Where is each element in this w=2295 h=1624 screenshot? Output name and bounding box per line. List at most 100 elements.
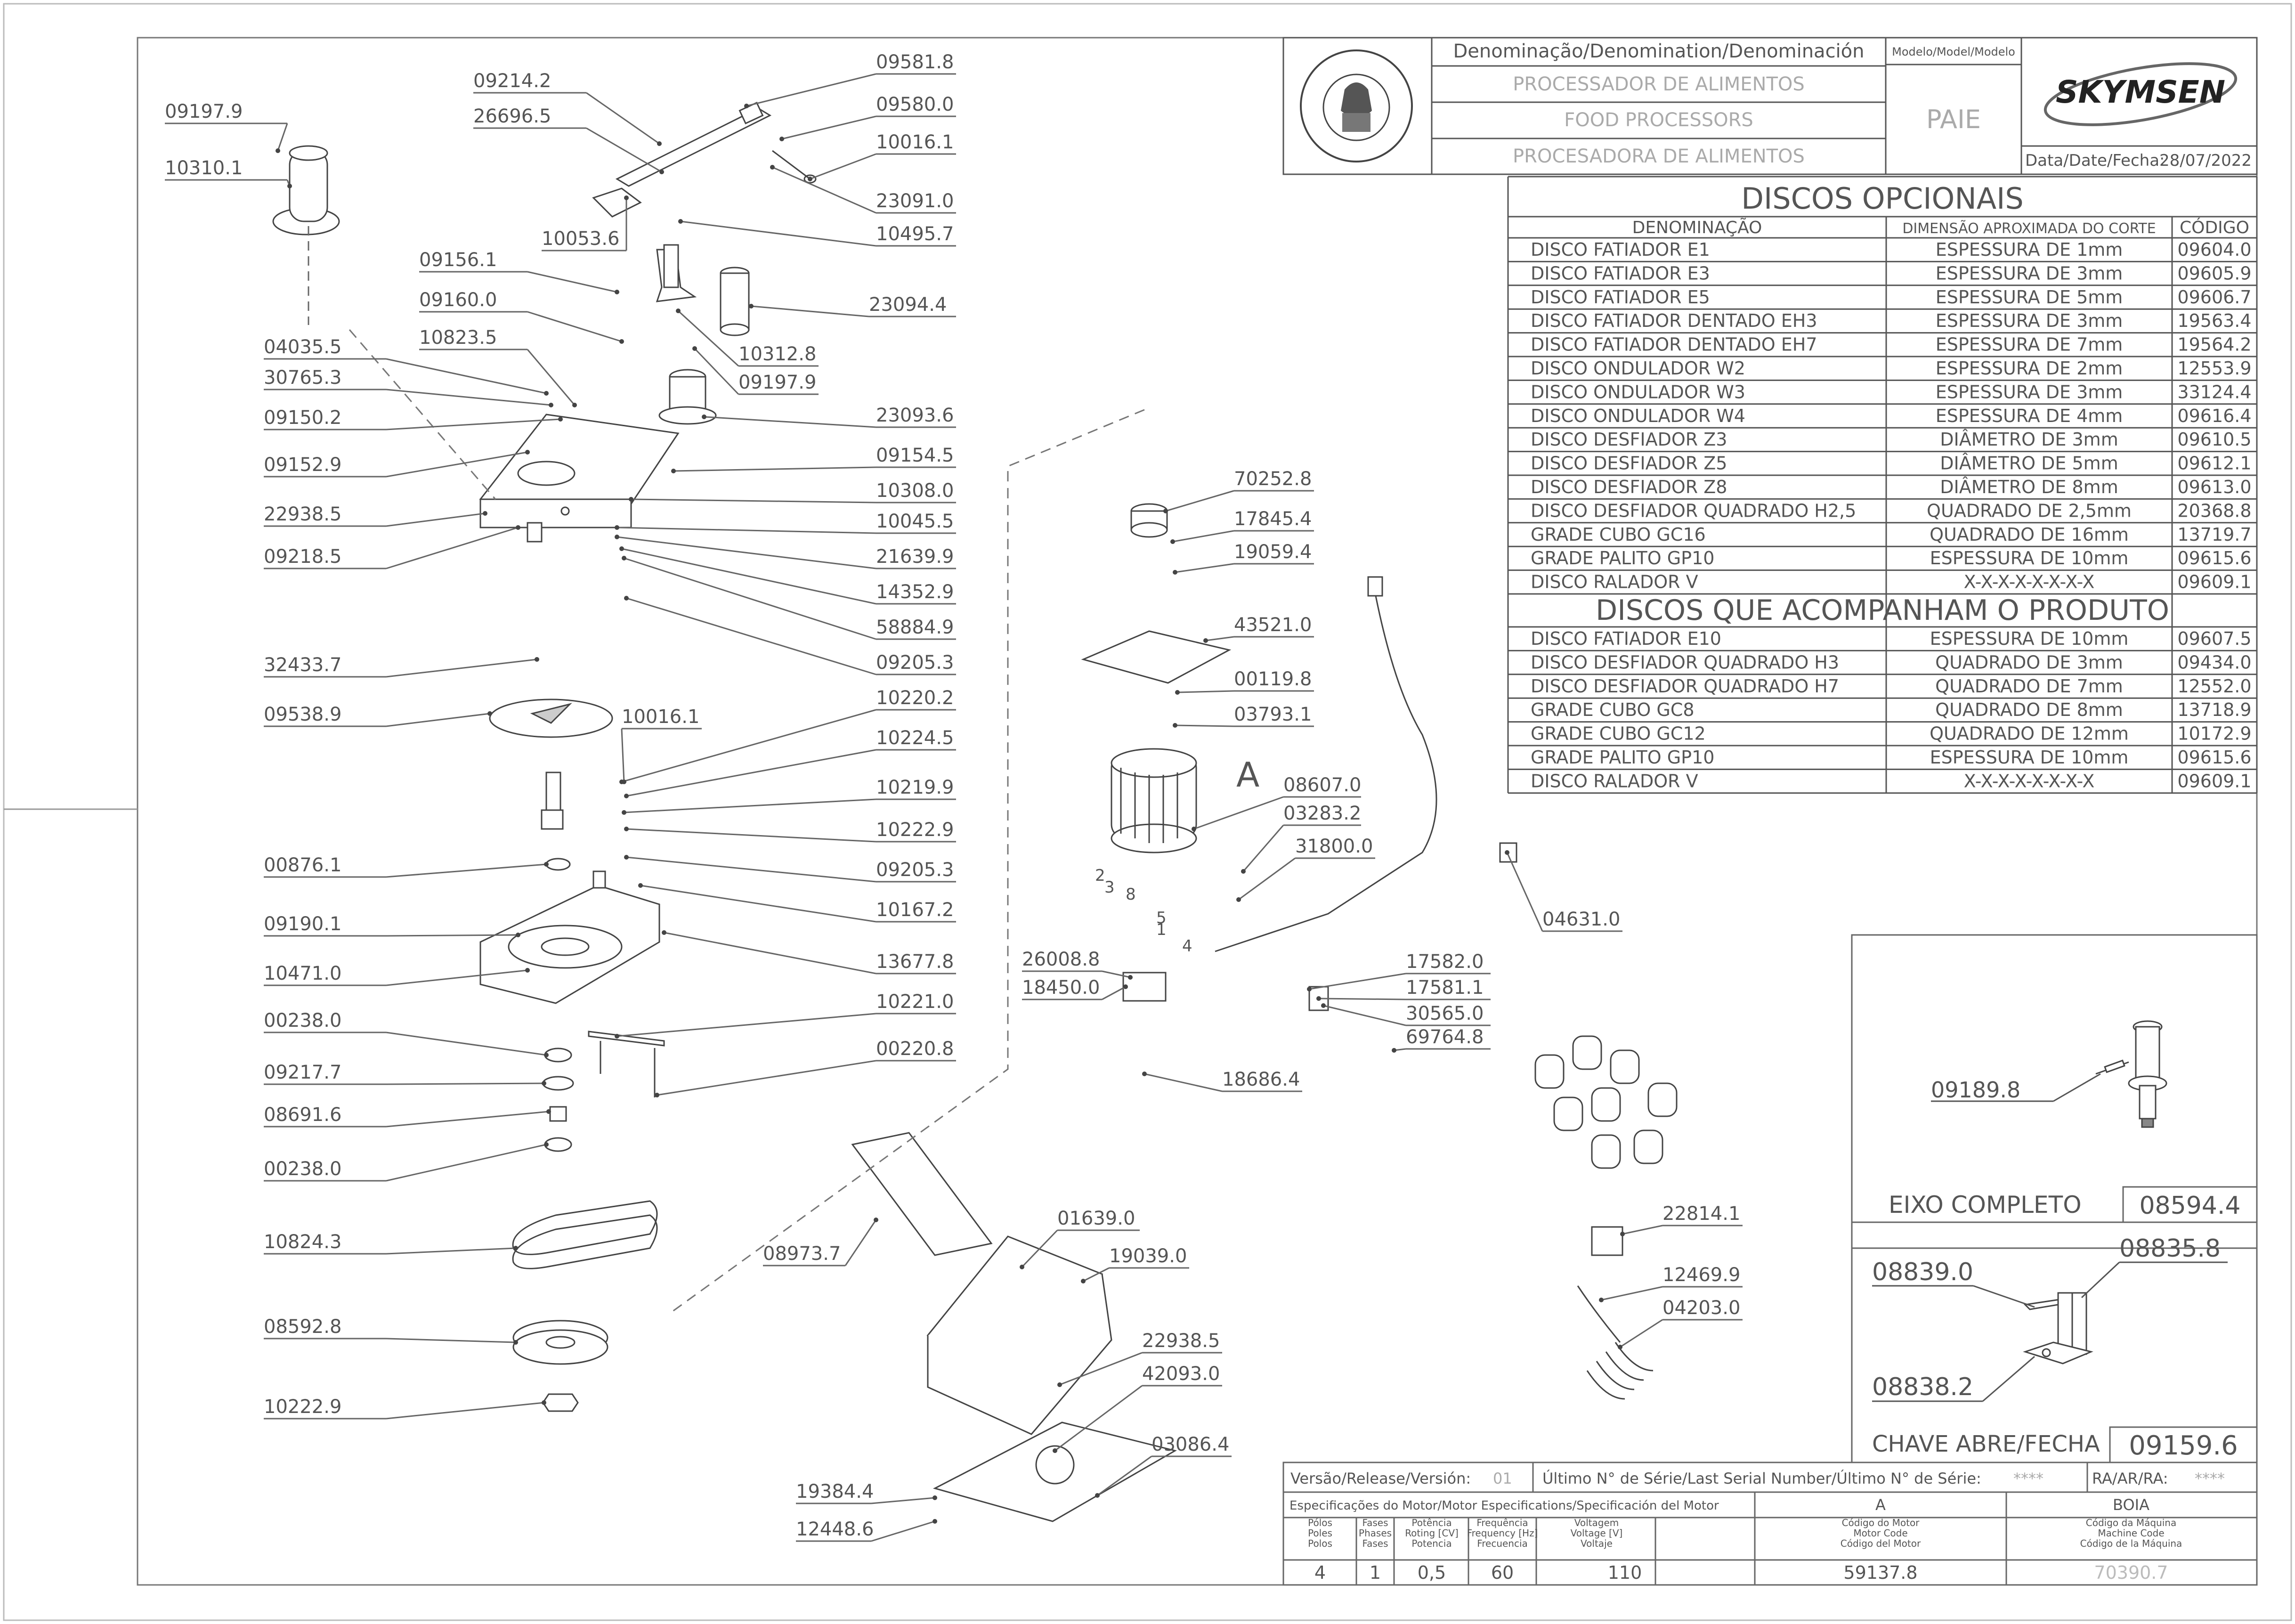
callout-target-dot (1081, 1279, 1086, 1283)
callout-target-dot (516, 525, 520, 530)
callout-leader-line (680, 220, 876, 247)
part-callout-label: 00876.1 (264, 854, 341, 876)
voltage-value: 110 (1608, 1562, 1642, 1583)
table-cell-name: GRADE CUBO GC16 (1531, 524, 1706, 545)
table-cell-code: 09604.0 (2177, 239, 2251, 260)
callout-target-dot (624, 596, 629, 601)
callout-leader-line (277, 123, 288, 151)
mount-bracket (588, 1031, 665, 1047)
callout-leader-line (386, 1111, 549, 1128)
callout-target-dot (513, 1246, 518, 1250)
bearing-2 (544, 1047, 572, 1063)
freq-value: 60 (1491, 1562, 1514, 1583)
callout-leader-line (386, 1402, 544, 1420)
callout-target-dot (1095, 1493, 1100, 1498)
callout-target-dot (542, 1400, 546, 1405)
part-callout-label: 10222.9 (264, 1396, 341, 1418)
callout-target-dot (770, 165, 775, 170)
callout-target-dot (624, 794, 629, 798)
callout-target-dot (622, 810, 626, 815)
callout-leader-line (1144, 1073, 1223, 1092)
part-callout-label: 10495.7 (876, 223, 954, 245)
table-cell-name: DISCO DESFIADOR Z3 (1531, 429, 1727, 450)
switch-leader-1b (1973, 1285, 2035, 1308)
power-value: 0,5 (1418, 1562, 1446, 1583)
part-callout-label: 69764.8 (1406, 1026, 1484, 1048)
callout-leader-line (631, 498, 876, 503)
callout-target-dot (638, 883, 643, 888)
table-cell-dimension: ESPESSURA DE 3mm (1936, 310, 2123, 331)
callout-target-dot (525, 968, 530, 973)
part-callout-label: 00220.8 (876, 1038, 954, 1060)
warning-sticker (1591, 1226, 1623, 1256)
table-cell-code: 19564.2 (2177, 334, 2251, 355)
table-cell-name: GRADE CUBO GC12 (1531, 723, 1706, 744)
table-cell-name: GRADE CUBO GC8 (1531, 699, 1695, 720)
dashed-assembly-line-2 (349, 329, 496, 500)
callout-target-dot (676, 309, 681, 313)
plug (1367, 576, 1383, 597)
callout-target-dot (622, 780, 626, 784)
feed-tube-lid (272, 145, 340, 235)
wire-number-2: 2 (1095, 866, 1105, 885)
motor-code-value: 59137.8 (1843, 1562, 1917, 1583)
part-callout-label: 00238.0 (264, 1010, 341, 1031)
part-callout-label: 08973.7 (763, 1243, 841, 1265)
part-callout-label: 09217.7 (264, 1062, 341, 1083)
callout-leader-line (1323, 1005, 1406, 1026)
part-callout-label: 09205.3 (876, 652, 954, 674)
motor-a-label: A (1875, 1496, 1886, 1514)
callout-leader-line (1054, 1385, 1143, 1452)
part-callout-label: 32433.7 (264, 654, 341, 676)
part-callout-label: 09205.3 (876, 859, 954, 881)
callout-leader-line (586, 127, 662, 173)
part-callout-label: 10308.0 (876, 480, 954, 502)
table-cell-name: DISCO ONDULADOR W3 (1531, 382, 1745, 402)
callout-target-dot (702, 414, 706, 419)
part-callout-label: 43521.0 (1234, 614, 1312, 636)
callout-target-dot (678, 219, 683, 224)
part-callout-label: 10824.3 (264, 1231, 341, 1253)
table-cell-name: DISCO ONDULADOR W4 (1531, 406, 1745, 426)
callout-target-dot (671, 469, 676, 473)
part-callout-label: 08691.6 (264, 1104, 341, 1126)
brand-logo-swoosh (2044, 62, 2238, 126)
callout-leader-line (386, 1338, 516, 1343)
callout-leader-line (844, 1219, 877, 1266)
part-callout-label: 22938.5 (1142, 1330, 1220, 1352)
callout-leader-line (626, 856, 876, 883)
callout-leader-line (871, 1497, 935, 1504)
callout-target-dot (744, 104, 749, 108)
part-callout-label: 18450.0 (1022, 977, 1100, 999)
part-callout-label: 13677.8 (876, 951, 954, 973)
callout-leader-line (1177, 690, 1234, 693)
drive-belt (512, 1200, 658, 1269)
callout-leader-line (664, 932, 876, 974)
callout-leader-line (1102, 986, 1126, 1000)
callout-leader-line (1083, 1267, 1110, 1282)
callout-leader-line (1601, 1286, 1663, 1301)
power-cable (1215, 593, 1437, 952)
callout-target-dot (1321, 1003, 1326, 1008)
table-cell-name: DISCO FATIADOR E5 (1531, 287, 1710, 308)
table-cell-name: DISCO RALADOR V (1531, 572, 1698, 593)
part-callout-label: 12448.6 (796, 1518, 874, 1540)
switch-part-1: 08839.0 (1872, 1258, 1973, 1286)
callout-target-dot (1203, 638, 1208, 643)
table-cell-code: 09616.4 (2177, 406, 2251, 426)
motor-mount-plate (1081, 630, 1232, 684)
part-callout-label: 09197.9 (165, 101, 243, 122)
poles-value: 4 (1314, 1562, 1326, 1583)
callout-target-dot (535, 657, 539, 662)
table-cell-dimension: DIÂMETRO DE 8mm (1940, 477, 2118, 497)
table-cell-dimension: ESPESSURA DE 7mm (1936, 334, 2123, 355)
callout-leader-line (657, 1060, 876, 1096)
shaft-code: 08594.4 (2139, 1192, 2240, 1220)
callout-leader-line (1165, 490, 1234, 512)
callout-target-dot (662, 930, 666, 935)
part-callout-label: 19384.4 (796, 1481, 874, 1502)
